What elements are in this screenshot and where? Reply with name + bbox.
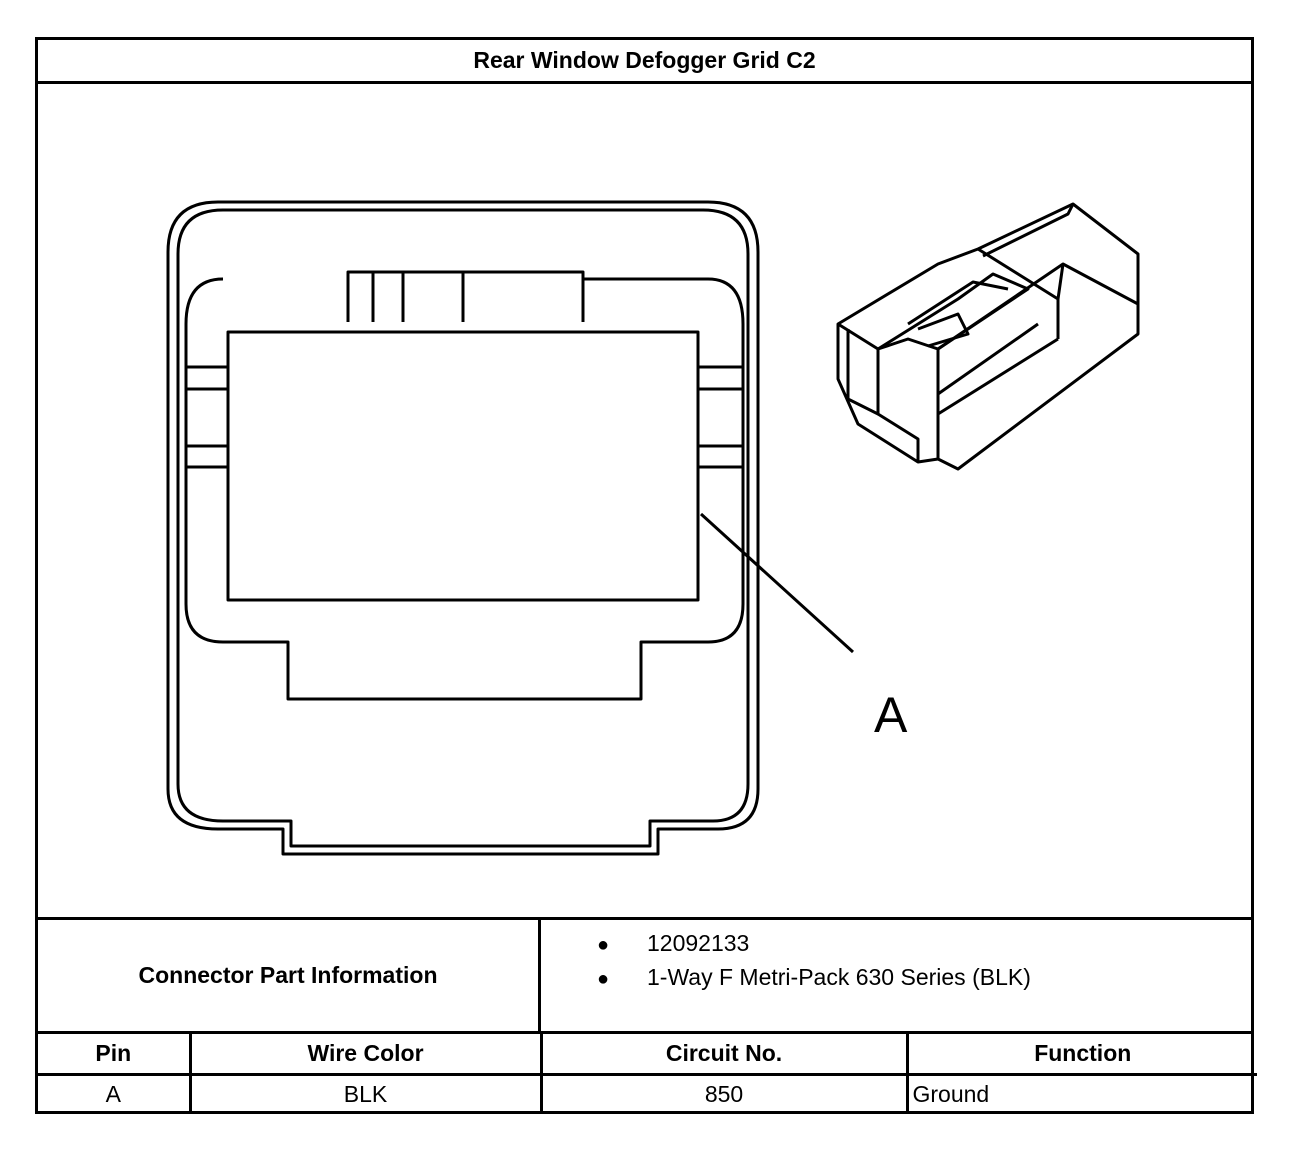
header-pin: Pin <box>38 1034 192 1076</box>
part-info-item: ● 1-Way F Metri-Pack 630 Series (BLK) <box>597 964 1031 991</box>
connector-drawing: A <box>38 84 1251 917</box>
part-number: 12092133 <box>647 930 750 956</box>
connector-part-info-row: Connector Part Information ● 12092133 ● 1-… <box>38 917 1251 1034</box>
header-circuit-no: Circuit No. <box>539 1034 909 1076</box>
pin-table: Pin Wire Color Circuit No. Function A BL… <box>38 1034 1257 1114</box>
inner-cavity <box>184 277 745 701</box>
part-description: 1-Way F Metri-Pack 630 Series (BLK) <box>647 964 1031 990</box>
connector-3d-view <box>836 202 1140 471</box>
callout-label-a: A <box>874 687 908 743</box>
connector-face-outer <box>166 200 760 856</box>
header-function: Function <box>905 1034 1257 1076</box>
connector-diagram-frame: Rear Window Defogger Grid C2 <box>35 37 1257 1114</box>
cell-circuit-no: 850 <box>539 1072 909 1114</box>
part-info-item: ● 12092133 <box>597 930 749 957</box>
connector-illustration: A <box>166 200 1140 856</box>
cell-pin: A <box>38 1072 192 1114</box>
pin-table-header: Pin Wire Color Circuit No. Function <box>38 1034 1257 1076</box>
diagram-title: Rear Window Defogger Grid C2 <box>38 40 1251 84</box>
bullet-icon: ● <box>597 968 610 990</box>
cell-function: Ground <box>905 1072 1257 1114</box>
terminal-cavity-a <box>226 330 700 602</box>
latch-top <box>346 270 585 322</box>
table-row: A BLK 850 Ground <box>38 1072 1257 1114</box>
cell-wire-color: BLK <box>188 1072 543 1114</box>
header-wire-color: Wire Color <box>188 1034 543 1076</box>
connector-part-info-list: ● 12092133 ● 1-Way F Metri-Pack 630 Series… <box>541 920 1251 1031</box>
connector-face-inner <box>176 208 750 848</box>
callout-leader <box>699 512 855 654</box>
connector-part-info-label: Connector Part Information <box>38 920 541 1031</box>
bullet-icon: ● <box>597 934 610 956</box>
